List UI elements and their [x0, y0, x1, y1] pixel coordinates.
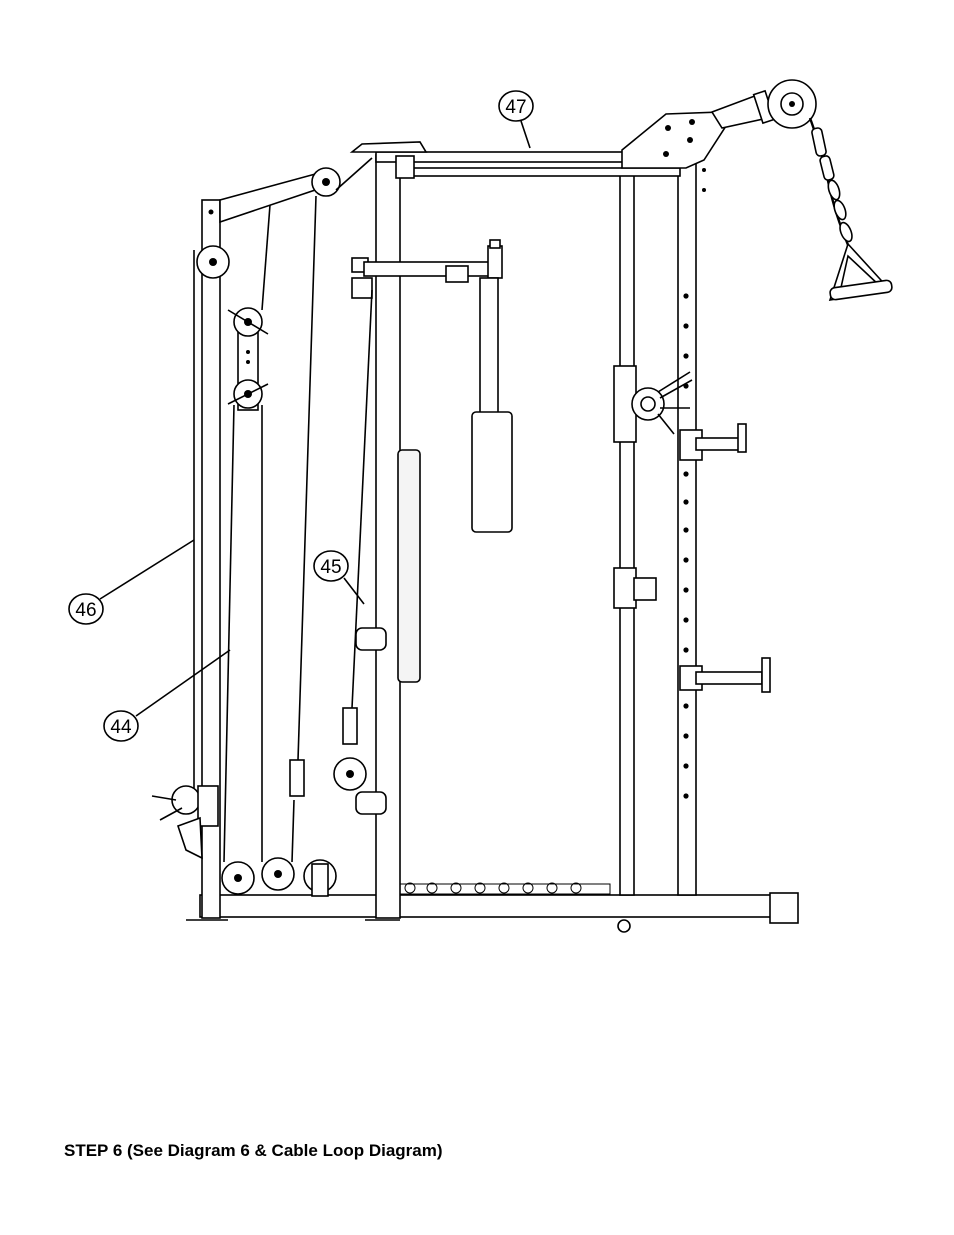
callout-label-47: 47: [505, 97, 526, 118]
callout-46: 46: [69, 540, 194, 624]
step-caption: STEP 6 (See Diagram 6 & Cable Loop Diagr…: [64, 1141, 443, 1161]
callout-label-44: 44: [110, 717, 132, 738]
assembly-diagram: 47 45 46 44: [0, 0, 954, 1000]
pulley-column: [197, 168, 366, 896]
callout-45: 45: [314, 551, 364, 604]
callout-label-46: 46: [75, 600, 96, 621]
callout-label-45: 45: [320, 557, 341, 578]
right-handle-assembly: [810, 118, 893, 300]
callout-47: 47: [499, 91, 533, 148]
